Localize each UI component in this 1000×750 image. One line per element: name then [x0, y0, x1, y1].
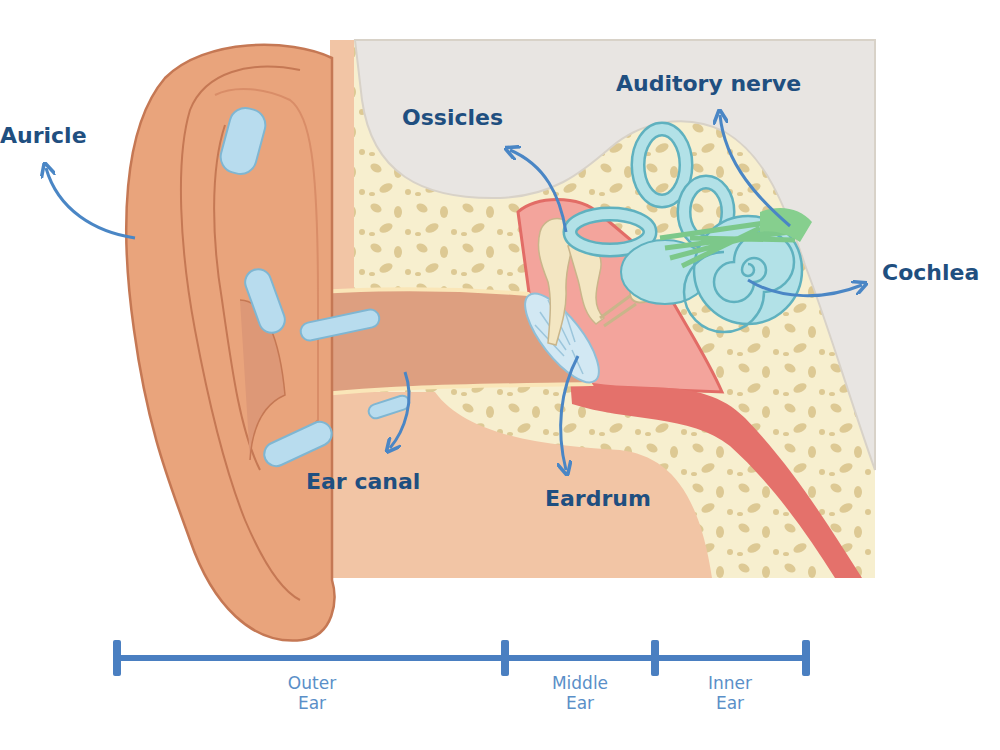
scale-tick — [113, 640, 121, 676]
cartilage — [241, 266, 288, 337]
leader-arrow — [748, 280, 862, 296]
part-label: Ear canal — [306, 469, 420, 495]
cartilage — [217, 104, 269, 177]
part-label: Auricle — [0, 123, 87, 149]
cartilage — [299, 308, 381, 342]
leader-arrow — [390, 372, 409, 448]
region-label: Middle Ear — [544, 674, 616, 713]
leader-arrow — [46, 168, 135, 238]
cartilage — [367, 394, 411, 420]
eustachian-tube — [570, 378, 862, 578]
canal-fill — [570, 214, 650, 250]
leader-arrow — [720, 115, 790, 226]
part-label: Auditory nerve — [616, 71, 801, 97]
part-label: Cochlea — [882, 260, 979, 286]
part-label: Ossicles — [402, 105, 503, 131]
part-label: Eardrum — [545, 486, 651, 512]
skin-tissue — [330, 40, 354, 302]
scale-tick — [651, 640, 659, 676]
region-label: Outer Ear — [276, 674, 348, 713]
helix-fold — [181, 67, 300, 600]
cartilage — [260, 418, 335, 470]
cochlea-spiral — [684, 232, 794, 332]
scale-bar — [117, 655, 806, 661]
auricle-shape — [126, 45, 334, 641]
leader-arrow — [510, 150, 566, 232]
canal-outline — [638, 129, 686, 201]
stapes-bone — [600, 296, 636, 326]
scale-tick — [802, 640, 810, 676]
canal-outline — [570, 214, 650, 250]
canal-fill — [638, 129, 686, 201]
region-label: Inner Ear — [694, 674, 766, 713]
leader-arrow — [561, 356, 578, 470]
nerve-bundle — [760, 208, 812, 242]
scale-tick — [501, 640, 509, 676]
